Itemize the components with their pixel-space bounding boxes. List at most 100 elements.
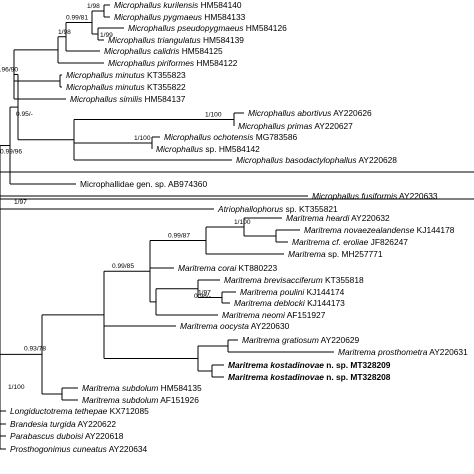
taxon-accession: AY220630	[249, 321, 290, 331]
taxon-label: Prosthogonimus cuneatus AY220634	[10, 444, 148, 454]
taxon-accession: HM584122	[194, 58, 238, 68]
taxon-label: Maritrema oocysta AY220630	[180, 321, 290, 331]
taxon-epithet: primas	[285, 121, 313, 131]
taxon-epithet: calidris	[151, 46, 180, 56]
taxon-label: Microphallus ochotensis MG783586	[164, 132, 297, 142]
taxon-genus: Microphallus	[70, 94, 118, 104]
taxon-label: Microphallus fusiformis AY220633	[312, 191, 438, 201]
taxon-accession: KJ144174	[304, 287, 344, 297]
taxon-accession: AY220633	[397, 191, 438, 201]
taxon-genus: Microphallus	[114, 12, 162, 22]
taxon-accession: HM584135	[158, 383, 202, 393]
taxon-genus: Microphallidae	[80, 179, 134, 189]
support-values: 1/980.99/811/991/980.96/900.99/961/1001/…	[0, 3, 251, 391]
taxon-accession: HM584140	[198, 0, 242, 10]
taxon-accession: KJ144178	[414, 225, 454, 235]
taxon-genus: Microphallus	[66, 82, 114, 92]
taxon-label: Maritrema kostadinovae n. sp. MT328209	[228, 360, 391, 370]
support-value: 1/100	[205, 112, 222, 119]
taxon-genus: Maritrema	[304, 225, 342, 235]
support-value: 1/98	[58, 29, 71, 36]
taxon-accession: HM584126	[243, 23, 287, 33]
support-value: 1/100	[8, 384, 25, 391]
taxon-epithet: pygmaeus	[161, 12, 203, 22]
taxon-genus: Prosthogonimus	[10, 444, 71, 454]
taxon-genus: Microphallus	[108, 35, 156, 45]
taxon-genus: Maritrema	[178, 263, 216, 273]
taxon-label: Maritrema subdolum HM584135	[82, 383, 202, 393]
taxon-epithet: sp.	[203, 144, 217, 154]
taxon-epithet: gratiosum	[280, 335, 319, 345]
taxon-accession: AY220627	[312, 121, 353, 131]
support-value: 1/100	[134, 135, 151, 142]
taxon-epithet: cuneatus	[71, 444, 108, 454]
taxon-label: Parabascus duboisi AY220618	[10, 431, 124, 441]
taxon-genus: Microphallus	[104, 46, 152, 56]
taxon-epithet: similis	[117, 94, 143, 104]
taxon-epithet: brevisacciferum	[262, 275, 323, 285]
taxon-epithet: basodactylophallus	[283, 155, 357, 165]
taxon-label: Maritrema sp. MH257771	[288, 249, 383, 259]
taxon-genus: Maritrema	[288, 249, 326, 259]
taxon-epithet: fusiformis	[359, 191, 398, 201]
taxon-genus: Maritrema	[234, 298, 272, 308]
taxon-accession: KT355822	[145, 82, 186, 92]
taxon-accession: HM584139	[201, 35, 245, 45]
taxon-accession: AY220626	[331, 108, 372, 118]
taxon-genus: Maritrema	[338, 347, 376, 357]
support-value: 0.99/85	[112, 263, 134, 270]
support-value: 1/100	[234, 219, 251, 226]
taxon-epithet: turgida	[48, 419, 76, 429]
taxon-epithet: subdolum	[120, 395, 159, 405]
taxon-genus: Maritrema	[228, 360, 268, 370]
taxon-label: Microphallus minutus KT355823	[66, 70, 186, 80]
taxon-genus: Maritrema	[180, 321, 218, 331]
taxon-epithet: pseudopygmaeus	[175, 23, 244, 33]
taxon-accession: AY220618	[83, 431, 124, 441]
taxon-genus: Maritrema	[222, 310, 260, 320]
taxon-accession: AY220631	[427, 347, 468, 357]
taxon-label: Maritrema kostadinovae n. sp. MT328208	[228, 372, 391, 382]
taxon-label: Microphallus basodactylophallus AY220628	[236, 155, 397, 165]
taxon-accession: AY220628	[357, 155, 398, 165]
support-value: 0.99/81	[66, 15, 88, 22]
taxon-accession: KT880223	[236, 263, 277, 273]
taxon-accession: AF151926	[158, 395, 199, 405]
taxon-genus: Parabascus	[10, 431, 55, 441]
taxon-label: Microphallus pygmaeus HM584133	[114, 12, 246, 22]
taxon-genus: Microphallus	[66, 70, 114, 80]
taxon-genus: Microphallus	[128, 23, 176, 33]
tree-branches	[0, 4, 474, 450]
taxon-epithet: oocysta	[218, 321, 250, 331]
taxon-accession: JF826247	[368, 237, 408, 247]
taxon-suffix: n. sp.	[324, 360, 348, 370]
taxon-label: Maritrema novaezealandense KJ144178	[304, 225, 455, 235]
taxon-labels: Microphallus kurilensis HM584140Micropha…	[10, 0, 468, 454]
taxon-accession: AB974360	[166, 179, 207, 189]
taxon-epithet: kurilensis	[161, 0, 199, 10]
taxon-epithet: minutus	[113, 70, 145, 80]
taxon-genus: Maritrema	[82, 395, 120, 405]
support-value: 1/99	[100, 32, 113, 39]
taxon-label: Microphallus kurilensis HM584140	[114, 0, 242, 10]
taxon-label: Microphallus sp. HM584142	[156, 144, 260, 154]
taxon-label: Microphallus piriformes HM584122	[108, 58, 238, 68]
taxon-epithet: ochotensis	[211, 132, 254, 142]
taxon-accession: AY220634	[107, 444, 148, 454]
support-value: 1/98	[87, 3, 100, 10]
taxon-genus: Maritrema	[240, 287, 278, 297]
taxon-accession: AY220632	[349, 213, 390, 223]
taxon-label: Longiductotrema tethepae KX712085	[10, 406, 149, 416]
taxon-accession: HM584137	[142, 94, 186, 104]
taxon-label: Microphallus similis HM584137	[70, 94, 186, 104]
taxon-genus: Microphallus	[156, 144, 204, 154]
support-value: 1/97	[198, 290, 211, 297]
taxon-epithet: novaezealandense	[342, 225, 415, 235]
taxon-label: Maritrema poulini KJ144174	[240, 287, 345, 297]
taxon-accession: AF151927	[285, 310, 326, 320]
taxon-genus: Maritrema	[228, 372, 268, 382]
taxon-accession: KT355818	[323, 275, 364, 285]
taxon-label: Microphallus minutus KT355822	[66, 82, 186, 92]
taxon-suffix: n. sp.	[324, 372, 348, 382]
taxon-epithet: piriformes	[155, 58, 195, 68]
